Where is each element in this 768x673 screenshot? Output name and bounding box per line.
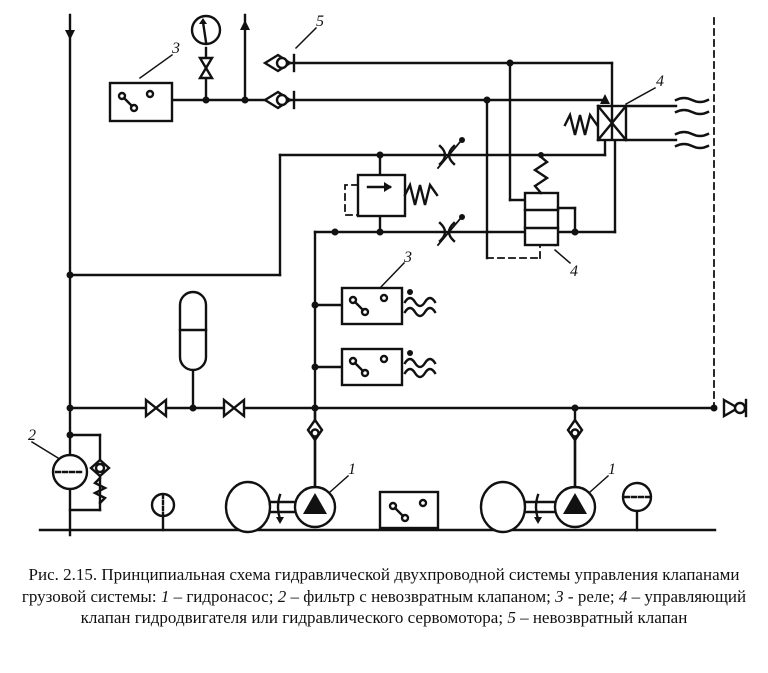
control-valve-icon (523, 152, 577, 265)
label-control-valve: 4 (570, 263, 578, 280)
pressure-valve-icon (356, 173, 439, 218)
accumulator-icon (178, 290, 208, 410)
label-pump-left: 1 (348, 461, 356, 478)
label-actuator-valve: 4 (656, 73, 664, 90)
shutoff-valve-icon (197, 56, 215, 80)
gate-valve-icon (144, 397, 246, 419)
relay-bottom-icon (378, 490, 440, 530)
pump-unit-icon (224, 417, 610, 534)
throttle-valve-icon (436, 137, 465, 247)
label-relay-top: 3 (171, 40, 180, 57)
junction-dots (66, 59, 718, 439)
label-relay-middle: 3 (403, 249, 412, 266)
pilot-lines (344, 17, 715, 409)
actuator-icon (563, 86, 710, 150)
relay-top-icon (108, 53, 174, 123)
label-check-valve: 5 (316, 13, 324, 30)
tank-symbol-icon (150, 481, 653, 532)
filter-icon (30, 440, 111, 505)
flow-arrows (65, 20, 610, 104)
check-valve-icon (262, 26, 318, 110)
label-filter: 2 (28, 427, 36, 444)
pressure-gauge-icon (190, 14, 222, 46)
outlet-check-valve-icon (722, 397, 748, 419)
label-pump-right: 1 (608, 461, 616, 478)
relay-icon (340, 261, 437, 387)
hydraulic-scheme: 3 5 4 3 4 2 1 1 (28, 13, 748, 537)
figure-caption: Рис. 2.15. Принципиальная схема гидравли… (21, 565, 747, 627)
